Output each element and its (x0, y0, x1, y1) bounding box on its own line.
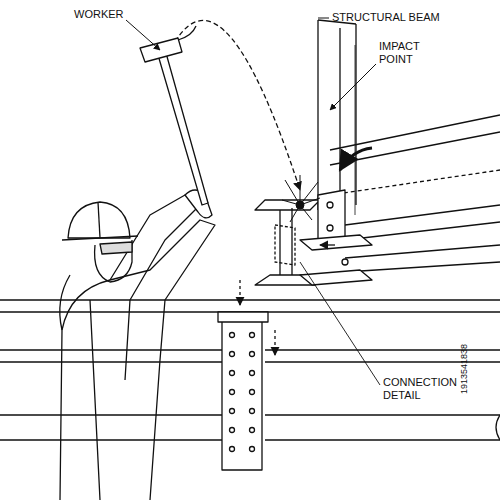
bolt (250, 371, 255, 376)
worker-figure (60, 190, 215, 500)
bolt (230, 390, 235, 395)
hammer (140, 26, 208, 205)
bolt (250, 447, 255, 452)
bolt (230, 428, 235, 433)
part-label: WORKER (74, 8, 124, 21)
bolt (230, 409, 235, 414)
structural-column (318, 20, 356, 215)
impact-sparks (282, 148, 372, 222)
i-beam (255, 190, 372, 285)
bolt (250, 409, 255, 414)
part-label: CONNECTION DETAIL (383, 376, 463, 402)
part-label: STRUCTURAL BEAM (332, 11, 440, 24)
part-label: IMPACT POINT (379, 40, 429, 66)
connection-plate (218, 280, 275, 470)
bolt (250, 352, 255, 357)
bolt (230, 447, 235, 452)
leader-lines (126, 18, 380, 385)
bolt (230, 371, 235, 376)
bolt (230, 333, 235, 338)
bolt (250, 333, 255, 338)
watermark: 1913541838 (458, 344, 471, 394)
bolt (250, 428, 255, 433)
bolt (250, 390, 255, 395)
bolt (230, 352, 235, 357)
